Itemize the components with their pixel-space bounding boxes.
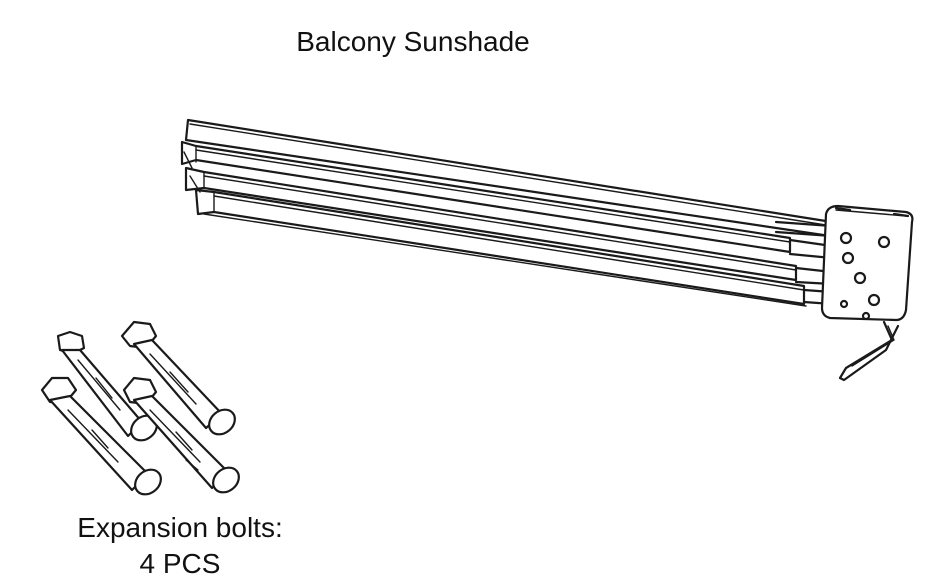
expansion-bolt-icon (40, 376, 162, 496)
expansion-bolt-icon (120, 320, 236, 436)
expansion-bolts (40, 320, 240, 496)
expansion-bolt-icon (122, 376, 240, 494)
expansion-bolt-icon (56, 330, 158, 442)
sunshade-arm-assembly (180, 118, 914, 382)
product-title: Balcony Sunshade (296, 26, 530, 57)
bolts-caption: Expansion bolts: 4 PCS (40, 510, 320, 582)
bolts-label: Expansion bolts: (77, 512, 283, 543)
bolts-quantity: 4 PCS (139, 548, 221, 579)
bracket-bolt-icons (839, 231, 891, 321)
